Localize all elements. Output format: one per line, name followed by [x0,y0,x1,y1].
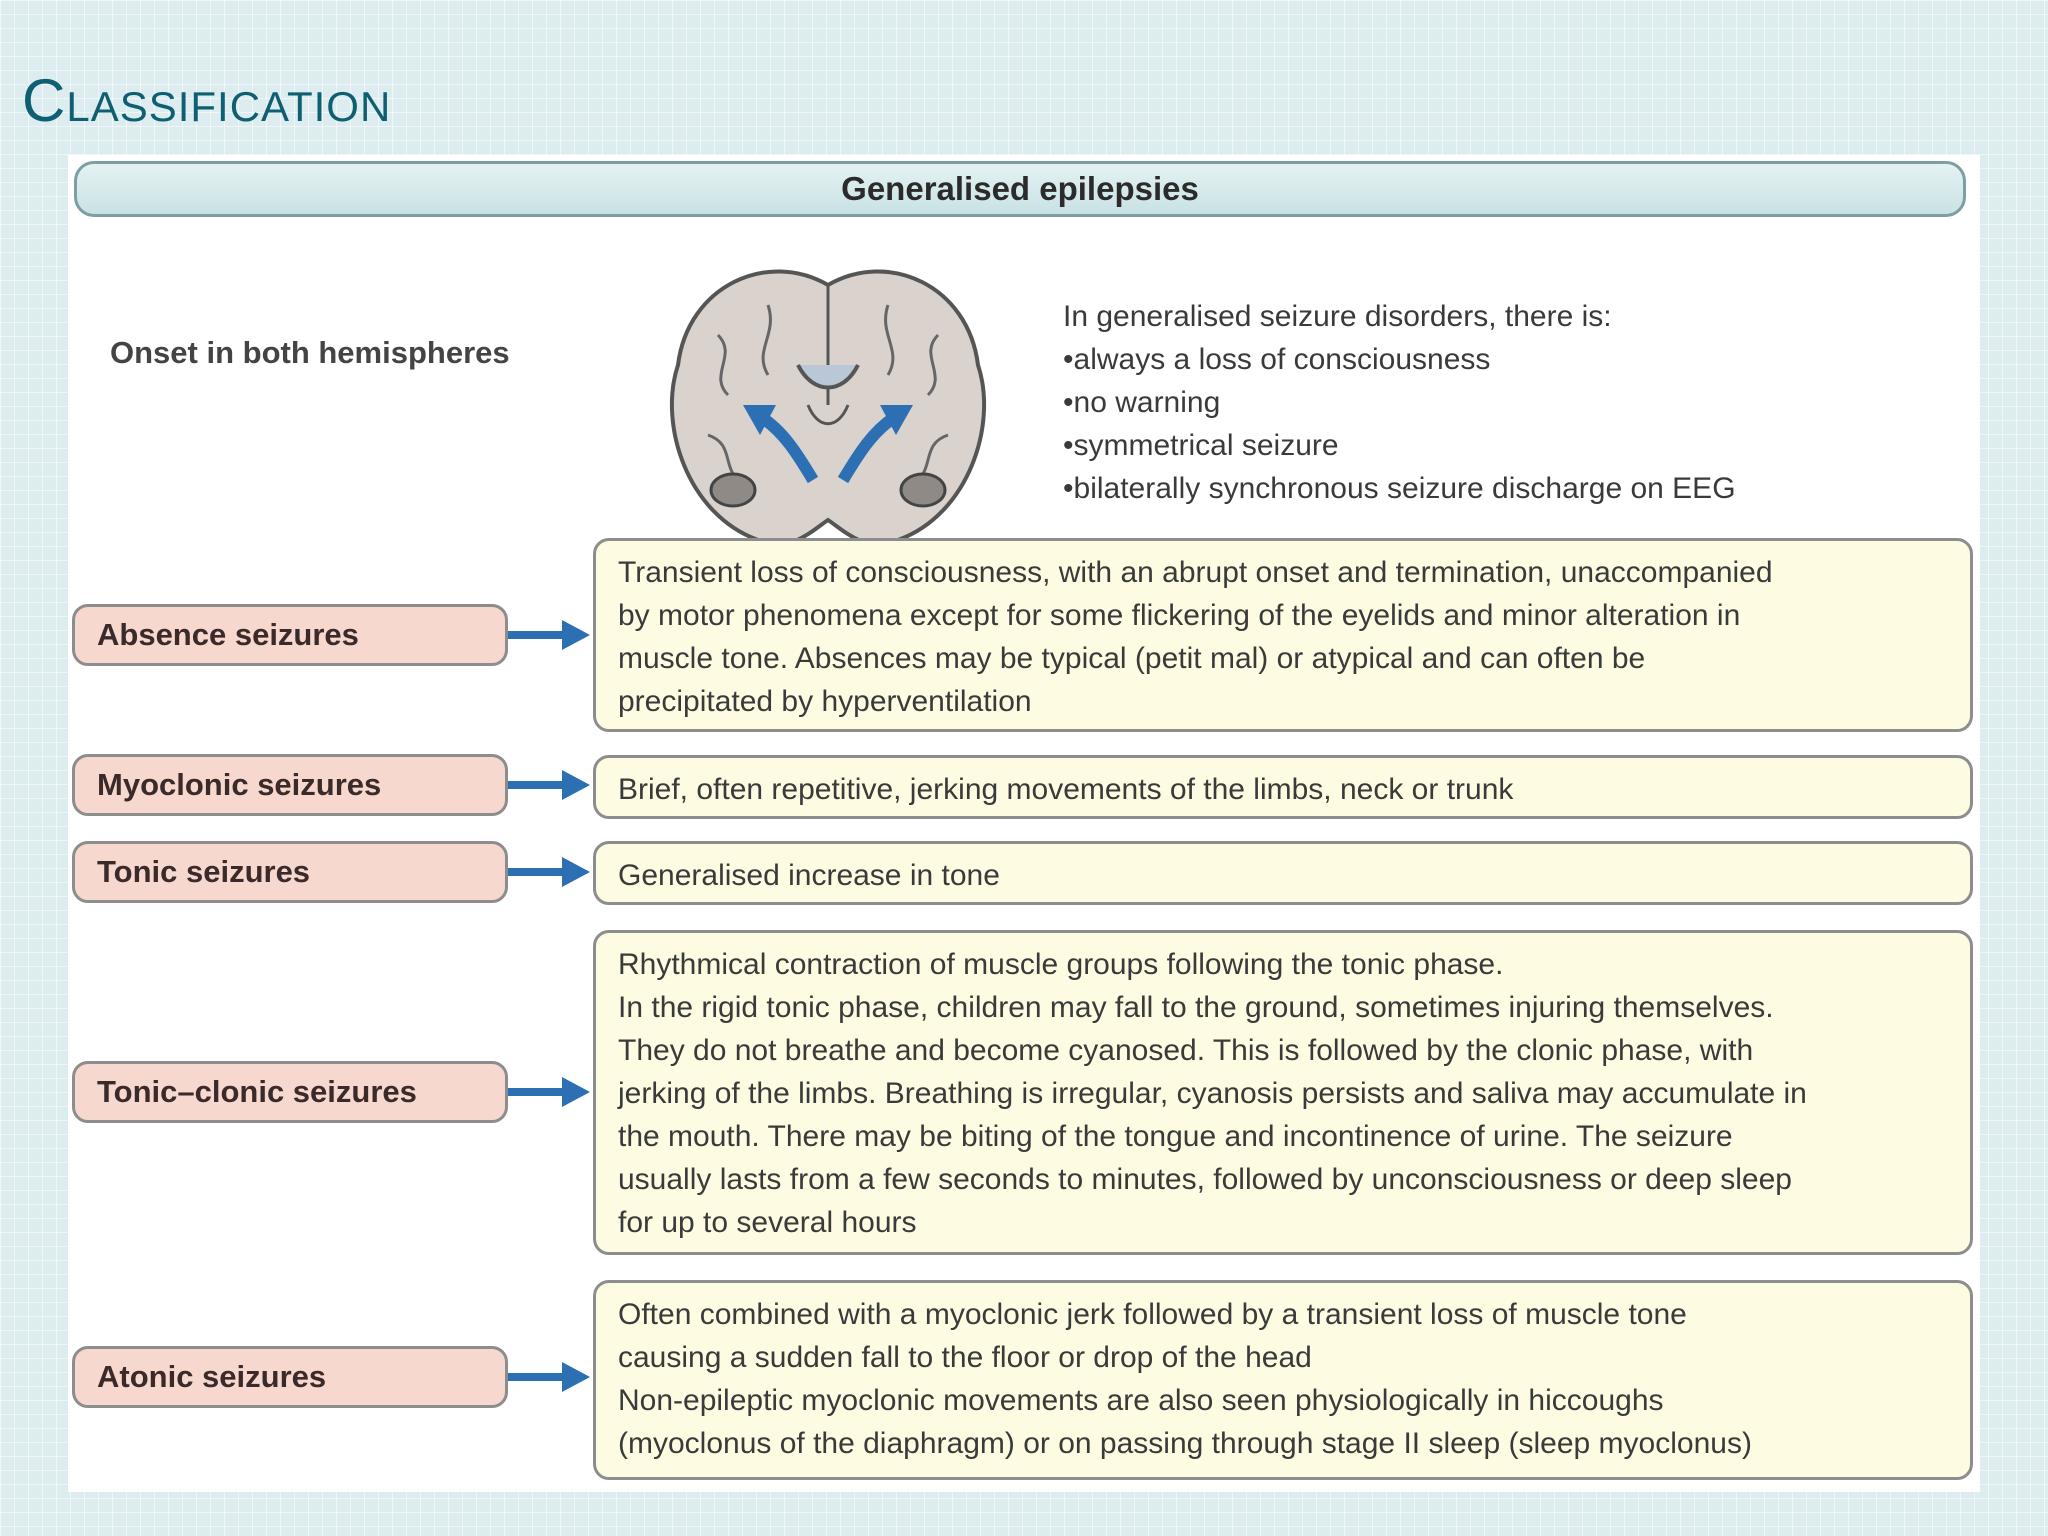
intro-item: always a loss of consciousness [1063,338,1943,381]
intro-text: In generalised seizure disorders, there … [1063,295,1943,510]
slide-title: Classification [22,67,392,134]
description-line: They do not breathe and become cyanosed.… [618,1034,1754,1067]
arrow-right-icon [508,857,590,887]
myoclonic-seizures-description: Brief, often repetitive, jerking movemen… [593,755,1973,819]
description-line: jerking of the limbs. Breathing is irreg… [618,1077,1807,1110]
intro-lead: In generalised seizure disorders, there … [1063,300,1612,333]
description-line: muscle tone. Absences may be typical (pe… [618,642,1646,675]
intro-item: symmetrical seizure [1063,424,1943,467]
intro-item: no warning [1063,381,1943,424]
absence-seizures-description: Transient loss of consciousness, with an… [593,538,1973,732]
description-line: Generalised increase in tone [618,859,1000,892]
tonic-clonic-seizures-label: Tonic–clonic seizures [72,1061,508,1123]
description-line: Transient loss of consciousness, with an… [618,556,1773,589]
description-line: Rhythmical contraction of muscle groups … [618,948,1504,981]
arrow-right-icon [508,1362,590,1392]
tonic-seizures-label: Tonic seizures [72,841,508,903]
myoclonic-seizures-label: Myoclonic seizures [72,754,508,816]
tonic-seizures-description: Generalised increase in tone [593,841,1973,905]
description-line: In the rigid tonic phase, children may f… [618,991,1774,1024]
absence-seizures-label: Absence seizures [72,604,508,666]
description-line: usually lasts from a few seconds to minu… [618,1163,1792,1196]
description-line: Often combined with a myoclonic jerk fol… [618,1298,1687,1331]
description-line: Brief, often repetitive, jerking movemen… [618,773,1514,806]
description-line: for up to several hours [618,1206,917,1239]
onset-label: Onset in both hemispheres [110,335,510,370]
tonic-clonic-seizures-description: Rhythmical contraction of muscle groups … [593,930,1973,1255]
diagram-header: Generalised epilepsies [74,161,1966,217]
diagram-panel: Generalised epilepsies Onset in both hem… [68,155,1980,1492]
description-line: precipitated by hyperventilation [618,685,1032,718]
arrow-right-icon [508,770,590,800]
arrow-right-icon [508,1077,590,1107]
description-line: by motor phenomena except for some flick… [618,599,1741,632]
arrow-right-icon [508,620,590,650]
description-line: Non-epileptic myoclonic movements are al… [618,1384,1664,1417]
brain-icon [669,269,987,547]
description-line: the mouth. There may be biting of the to… [618,1120,1733,1153]
atonic-seizures-description: Often combined with a myoclonic jerk fol… [593,1280,1973,1480]
intro-item: bilaterally synchronous seizure discharg… [1063,467,1943,510]
atonic-seizures-label: Atonic seizures [72,1346,508,1408]
description-line: causing a sudden fall to the floor or dr… [618,1341,1312,1374]
intro-list: always a loss of consciousness no warnin… [1063,338,1943,510]
description-line: (myoclonus of the diaphragm) or on passi… [618,1427,1752,1460]
